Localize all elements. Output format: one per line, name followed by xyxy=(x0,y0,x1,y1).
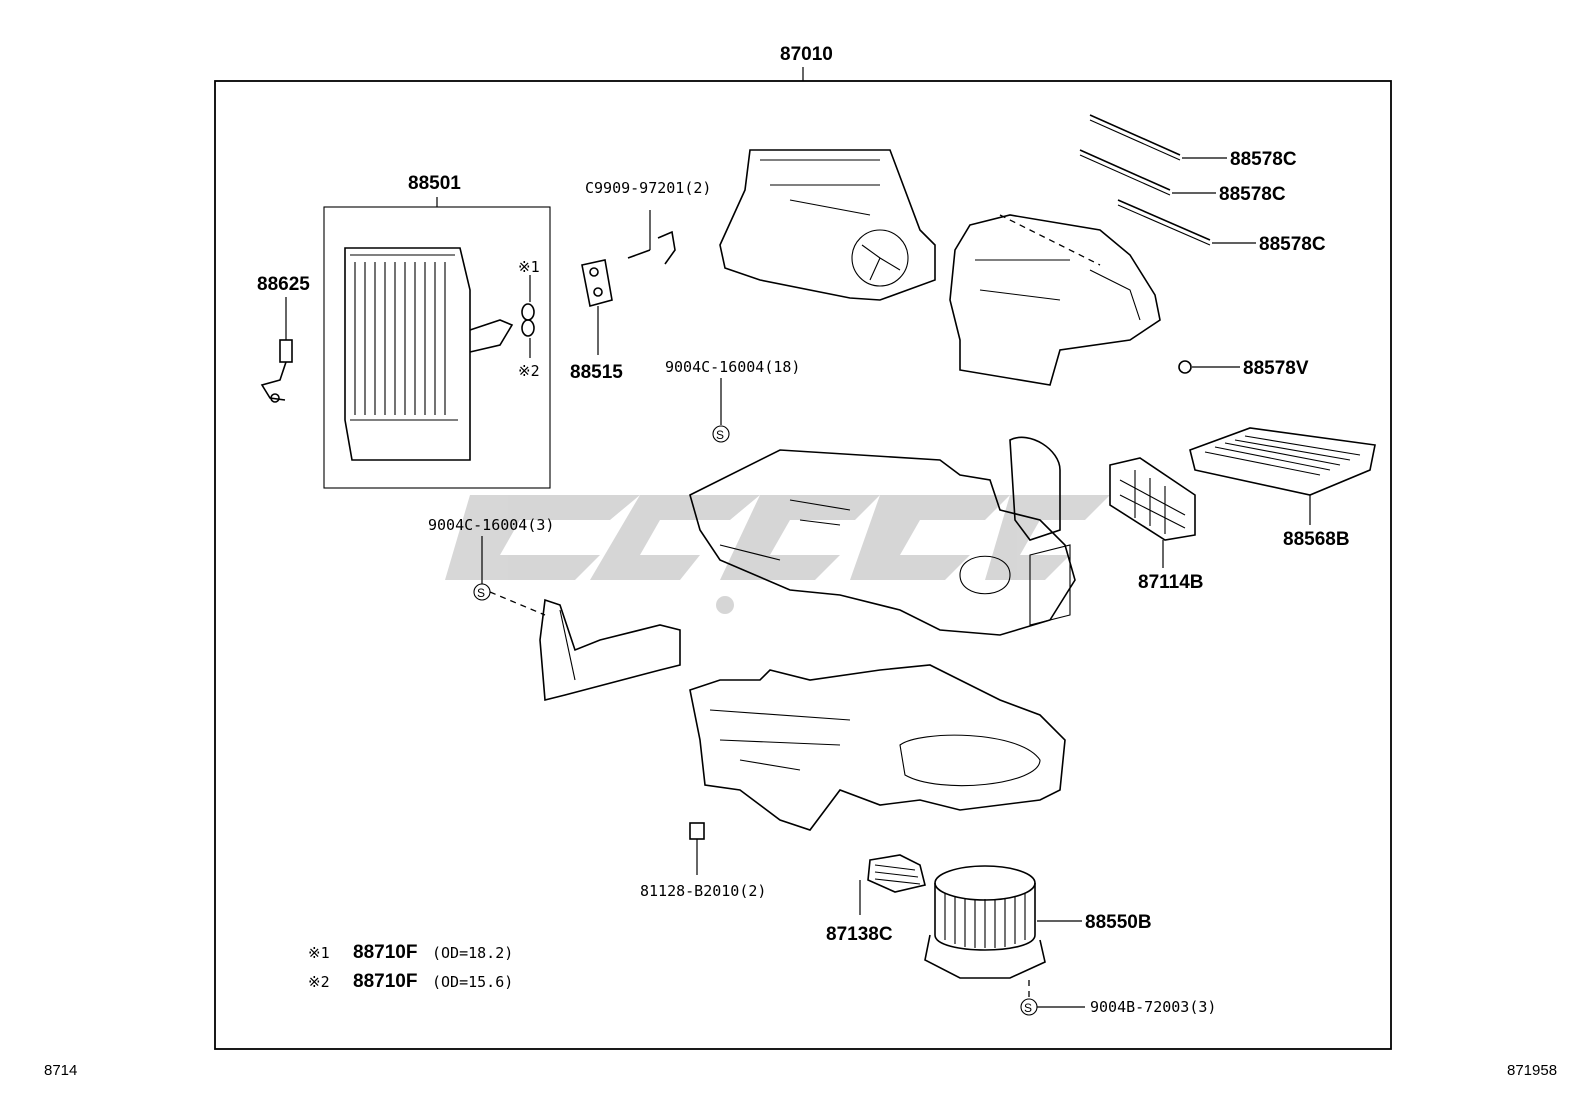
upper-case-part xyxy=(719,149,936,301)
evaporator-part xyxy=(323,197,551,489)
seal-label-1: 88578C xyxy=(1230,149,1297,170)
screw-3-dash xyxy=(489,591,546,616)
svg-text:88710F: 88710F xyxy=(353,942,417,963)
filter-cover-part xyxy=(1109,457,1196,568)
svg-text:S: S xyxy=(1024,1001,1032,1015)
blower-motor-part xyxy=(924,865,1082,998)
svg-text:S: S xyxy=(716,428,724,442)
motor-screw-symbol: S xyxy=(1020,998,1038,1016)
legend-row-2: ※2 88710F (OD=15.6) xyxy=(308,971,513,992)
resistor-label: 87138C xyxy=(826,924,893,945)
screw-3-symbol: S xyxy=(473,583,491,601)
oring-mark-1: ※1 xyxy=(518,258,540,276)
seal-label-2: 88578C xyxy=(1219,184,1286,205)
expansion-valve-part xyxy=(581,210,676,355)
filter-cover-label: 87114B xyxy=(1138,572,1204,593)
resistor-screw-label: 81128-B2010(2) xyxy=(640,882,766,900)
page-code-right: 871958 xyxy=(1507,1062,1558,1079)
legend-row-1: ※1 88710F (OD=18.2) xyxy=(308,942,513,963)
thermistor-part xyxy=(260,297,293,403)
mounting-bracket-part xyxy=(539,598,681,702)
lower-case-part xyxy=(689,664,1066,831)
oring-mark-2: ※2 xyxy=(518,362,540,380)
svg-text:※2: ※2 xyxy=(308,973,330,991)
resistor-screw-part xyxy=(689,822,705,875)
seal-strips-part xyxy=(1079,114,1256,374)
screw-18-label: 9004C-16004(18) xyxy=(665,358,800,376)
svg-text:(OD=15.6): (OD=15.6) xyxy=(432,973,513,991)
expansion-valve-label: 88515 xyxy=(570,362,623,383)
evaporator-label: 88501 xyxy=(408,173,461,194)
svg-text:S: S xyxy=(477,586,485,600)
page-code-left: 8714 xyxy=(44,1062,78,1079)
middle-case-part xyxy=(689,436,1076,636)
svg-text:88710F: 88710F xyxy=(353,971,417,992)
top-label: 87010 xyxy=(780,44,833,65)
screw-18-symbol: S xyxy=(712,425,730,443)
watermark-logo xyxy=(445,495,1110,614)
valve-screw-label: C9909-97201(2) xyxy=(585,179,711,197)
thermistor-label: 88625 xyxy=(257,274,310,295)
svg-text:※1: ※1 xyxy=(308,944,330,962)
motor-screw-label: 9004B-72003(3) xyxy=(1090,998,1216,1016)
svg-text:(OD=18.2): (OD=18.2) xyxy=(432,944,513,962)
cabin-filter-part xyxy=(1189,427,1376,525)
blower-motor-label: 88550B xyxy=(1085,912,1152,933)
screw-3-label: 9004C-16004(3) xyxy=(428,516,554,534)
cabin-filter-label: 88568B xyxy=(1283,529,1350,550)
grommet-label: 88578V xyxy=(1243,358,1309,379)
upper-case-right-part xyxy=(949,214,1161,386)
resistor-part xyxy=(859,854,926,915)
seal-label-3: 88578C xyxy=(1259,234,1326,255)
